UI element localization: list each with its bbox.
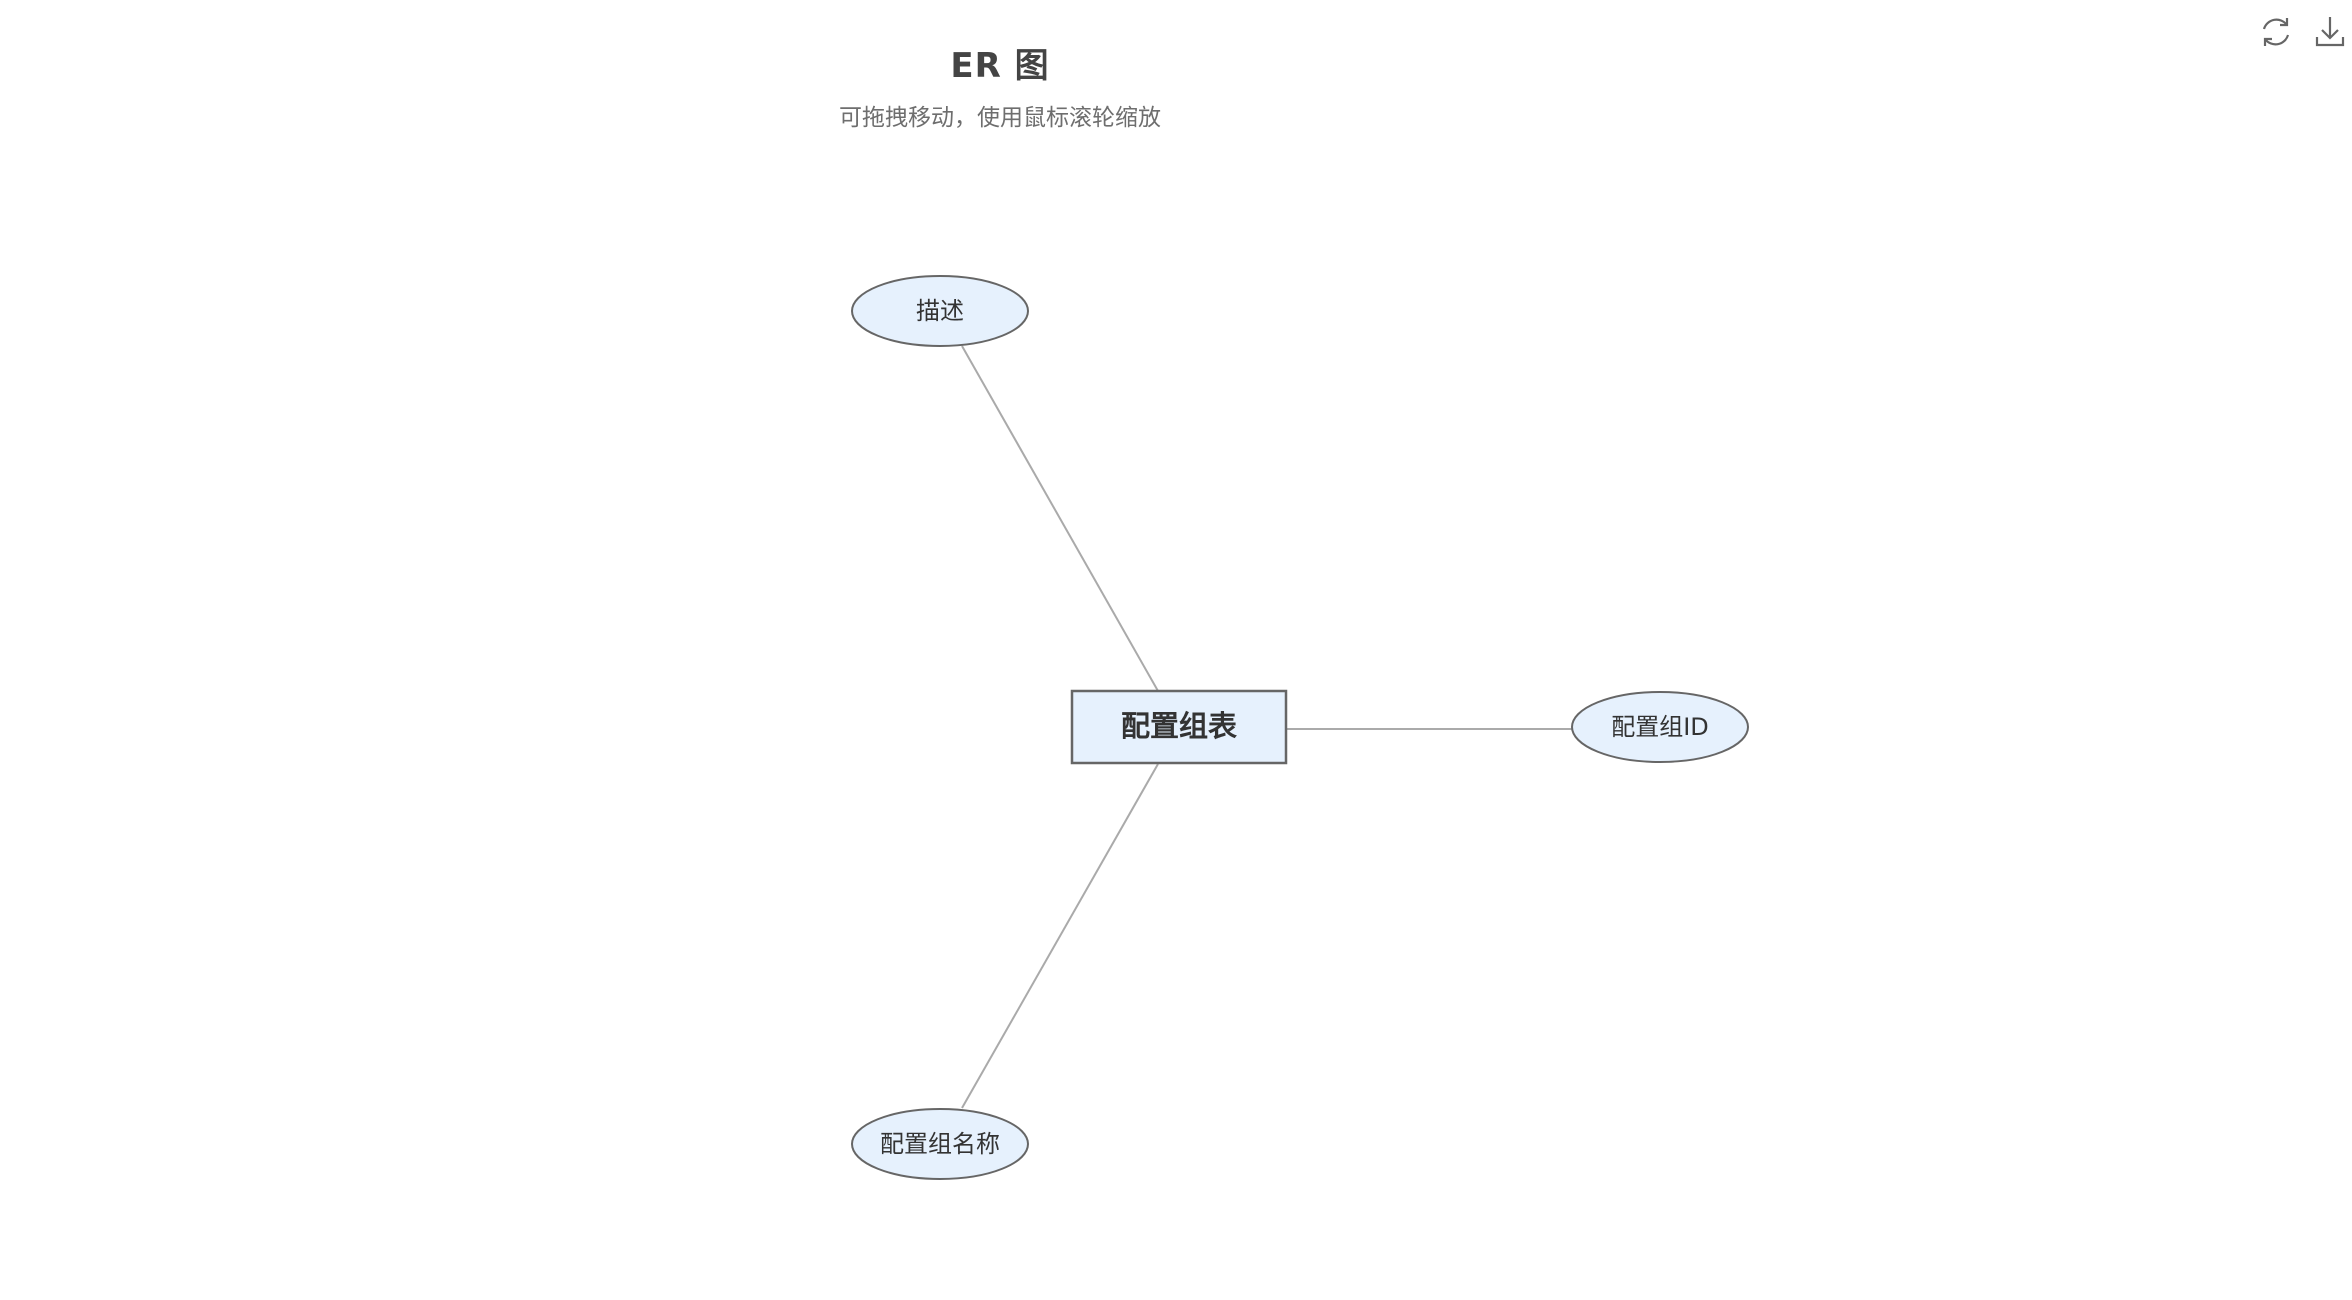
restore-button[interactable]	[2254, 10, 2298, 54]
attribute-node-name[interactable]: 配置组名称	[851, 1108, 1029, 1180]
attribute-ellipse	[851, 1108, 1029, 1180]
entity-node[interactable]: 配置组表	[1070, 689, 1288, 765]
attribute-label: 配置组ID	[1611, 713, 1709, 741]
chart-toolbox	[2254, 10, 2352, 52]
chart-title: ER 图	[950, 46, 1050, 86]
edge-entity-name	[961, 763, 1159, 1109]
entity-box	[1070, 689, 1288, 765]
attribute-ellipse	[851, 275, 1029, 347]
entity-label: 配置组表	[1121, 709, 1237, 743]
attribute-label: 配置组名称	[880, 1130, 1000, 1158]
attribute-ellipse	[1571, 691, 1749, 763]
refresh-icon	[2262, 18, 2290, 46]
save-image-button[interactable]	[2308, 10, 2352, 54]
attribute-label: 描述	[916, 297, 964, 325]
download-icon	[2315, 17, 2345, 47]
edges	[961, 345, 1572, 1109]
edge-entity-desc	[961, 345, 1159, 692]
attribute-node-id[interactable]: 配置组ID	[1571, 691, 1749, 763]
attribute-node-desc[interactable]: 描述	[851, 275, 1029, 347]
chart-subtitle: 可拖拽移动，使用鼠标滚轮缩放	[839, 105, 1161, 131]
